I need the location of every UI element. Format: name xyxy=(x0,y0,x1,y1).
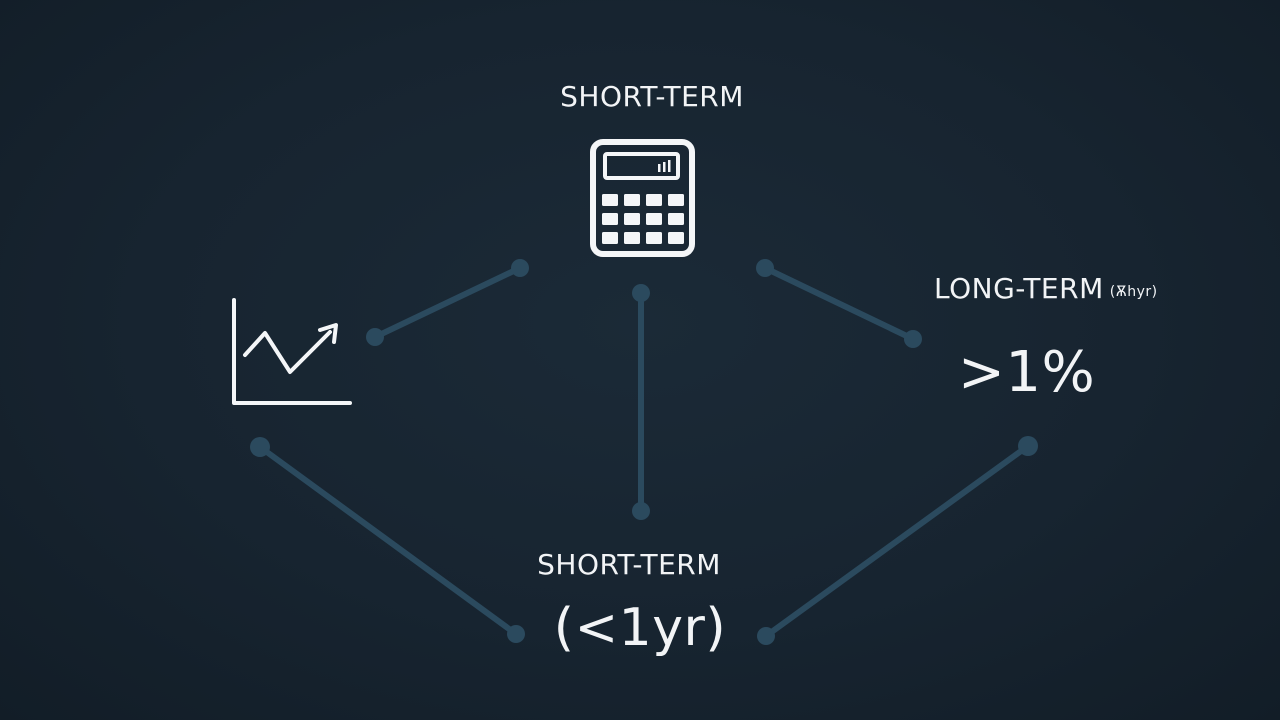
right-node-value: >1% xyxy=(958,340,1096,405)
connector-left-bottom xyxy=(257,444,519,637)
connector-top-left xyxy=(372,265,523,340)
connector-dot xyxy=(250,437,270,457)
connector-dot xyxy=(632,502,650,520)
connector-dot xyxy=(757,627,775,645)
connector-dot xyxy=(366,328,384,346)
connector-dot xyxy=(756,259,774,277)
connector-dot xyxy=(511,259,529,277)
calculator-icon xyxy=(590,139,695,257)
connector-dot xyxy=(632,284,650,302)
bottom-node-label: SHORT-TERM xyxy=(537,548,721,581)
connector-top-right xyxy=(762,265,916,342)
right-node-title: LONG-TERM xyxy=(934,272,1104,305)
bottom-node-value: (<1yr) xyxy=(553,598,727,658)
connector-dot xyxy=(904,330,922,348)
connector-right-bottom xyxy=(763,443,1031,639)
line-chart-icon xyxy=(232,298,352,405)
connector-dot xyxy=(507,625,525,643)
connector-dot xyxy=(1018,436,1038,456)
right-node-label-suffix: (Ѫhyr) xyxy=(1109,284,1158,300)
right-node-label: LONG-TERM (Ѫhyr) xyxy=(934,272,1158,305)
top-node-label: SHORT-TERM xyxy=(560,80,744,113)
